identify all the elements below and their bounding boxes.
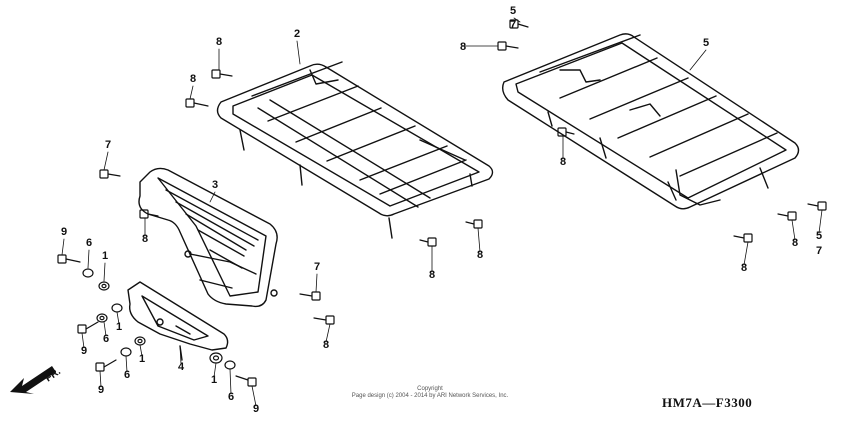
rear-carrier (216, 61, 494, 239)
callout-number: 1 (102, 250, 108, 262)
callout-number: 5 (510, 5, 516, 17)
callout-number: 9 (253, 403, 259, 415)
callout-number: 6 (86, 237, 92, 249)
callout-number: 3 (212, 179, 218, 191)
callout-number: 8 (323, 339, 329, 351)
callout-number: 8 (560, 156, 566, 168)
bolt-set (57, 19, 827, 387)
callout-number: 1 (116, 321, 122, 333)
callout-number: 8 (741, 262, 747, 274)
callout-number: 2 (294, 28, 300, 40)
callout-number: 8 (460, 41, 466, 53)
copyright-notice: Copyright Page design (c) 2004 - 2014 by… (300, 386, 560, 400)
callout-number: 8 (142, 233, 148, 245)
callout-number: 6 (228, 391, 234, 403)
front-carrier (501, 33, 800, 210)
front-guard (138, 167, 278, 308)
diagram-code: HM7A—F3300 (662, 395, 753, 410)
callout-number: 5 (816, 230, 822, 242)
collar-set (82, 268, 236, 370)
callout-number: 7 (314, 261, 320, 273)
leader-lines (61, 17, 823, 407)
callout-number: 8 (216, 36, 222, 48)
callout-number: 7 (105, 139, 111, 151)
skid-plate (127, 281, 229, 361)
callout-number: 9 (81, 345, 87, 357)
callout-number: 6 (103, 333, 109, 345)
callout-number: 7 (510, 19, 516, 31)
callout-number: 4 (178, 361, 185, 373)
callout-number: 1 (139, 353, 145, 365)
front-arrow: FR. (10, 366, 63, 394)
copyright-line-2: Page design (c) 2004 - 2014 by ARI Netwo… (351, 393, 509, 399)
callout-number: 9 (98, 384, 104, 396)
callout-number: 8 (190, 73, 196, 85)
callout-number: 8 (477, 249, 483, 261)
callout-number: 8 (429, 269, 435, 281)
front-arrow-label: FR. (43, 366, 63, 384)
callout-number: 7 (816, 245, 822, 257)
callout-number: 6 (124, 369, 130, 381)
callout-number: 9 (61, 226, 67, 238)
callout-number: 1 (211, 374, 217, 386)
callout-number: 8 (792, 237, 798, 249)
callout-number: 5 (703, 37, 709, 49)
copyright-line-1: Copyright (417, 386, 443, 392)
